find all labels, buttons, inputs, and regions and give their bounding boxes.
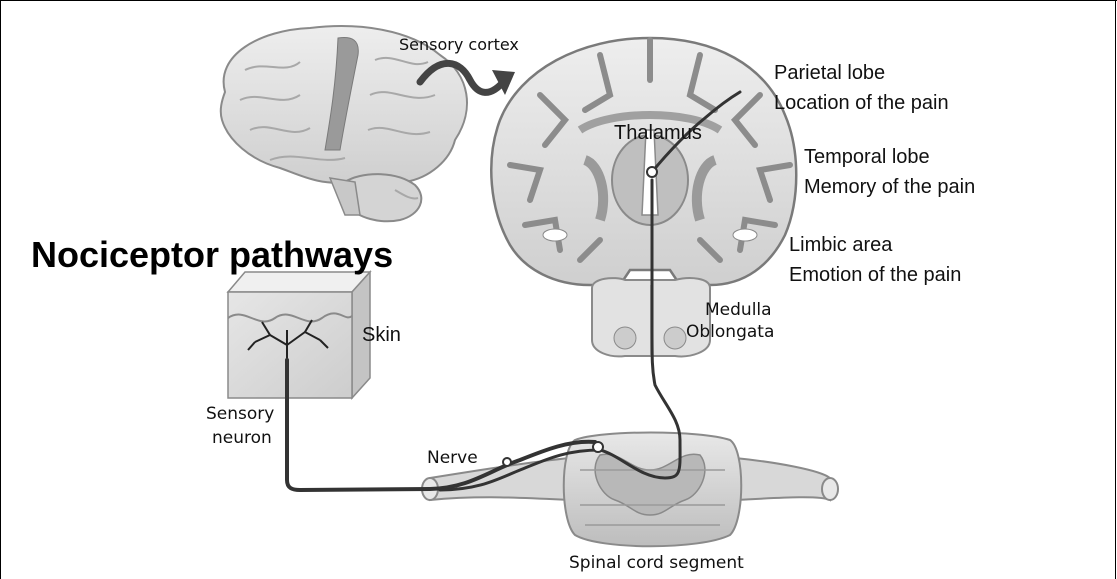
label-oblongata: Oblongata xyxy=(686,324,774,341)
hippocampus-left xyxy=(543,229,567,241)
skin-front-face xyxy=(228,292,352,398)
side-brain-stem xyxy=(330,178,360,215)
hippocampus-right xyxy=(733,229,757,241)
skin-top-face xyxy=(228,272,370,292)
side-brain-illustration xyxy=(221,26,467,221)
label-skin: Skin xyxy=(362,325,401,345)
label-parietal-description: Location of the pain xyxy=(774,93,949,113)
spinal-cord-segment xyxy=(422,433,838,547)
label-nerve: Nerve xyxy=(427,450,478,467)
label-temporal-description: Memory of the pain xyxy=(804,177,975,197)
coronal-brain-section xyxy=(491,38,796,285)
label-parietal-lobe: Parietal lobe xyxy=(774,63,885,83)
label-medulla: Medulla xyxy=(705,302,772,319)
synapse-spinal xyxy=(593,442,603,452)
synapse-nerve xyxy=(503,458,511,466)
label-sensory-cortex: Sensory cortex xyxy=(399,37,519,53)
skin-block xyxy=(228,272,370,398)
label-spinal-cord-segment: Spinal cord segment xyxy=(569,555,744,572)
page-title: Nociceptor pathways xyxy=(31,237,393,273)
label-sensory: Sensory xyxy=(206,406,274,423)
label-thalamus: Thalamus xyxy=(614,123,702,143)
synapse-thalamus xyxy=(647,167,657,177)
label-limbic-area: Limbic area xyxy=(789,235,892,255)
label-neuron: neuron xyxy=(212,430,272,447)
label-limbic-description: Emotion of the pain xyxy=(789,265,961,285)
spinal-nerve-right xyxy=(735,458,830,500)
label-temporal-lobe: Temporal lobe xyxy=(804,147,930,167)
spinal-nerve-right-end xyxy=(822,478,838,500)
